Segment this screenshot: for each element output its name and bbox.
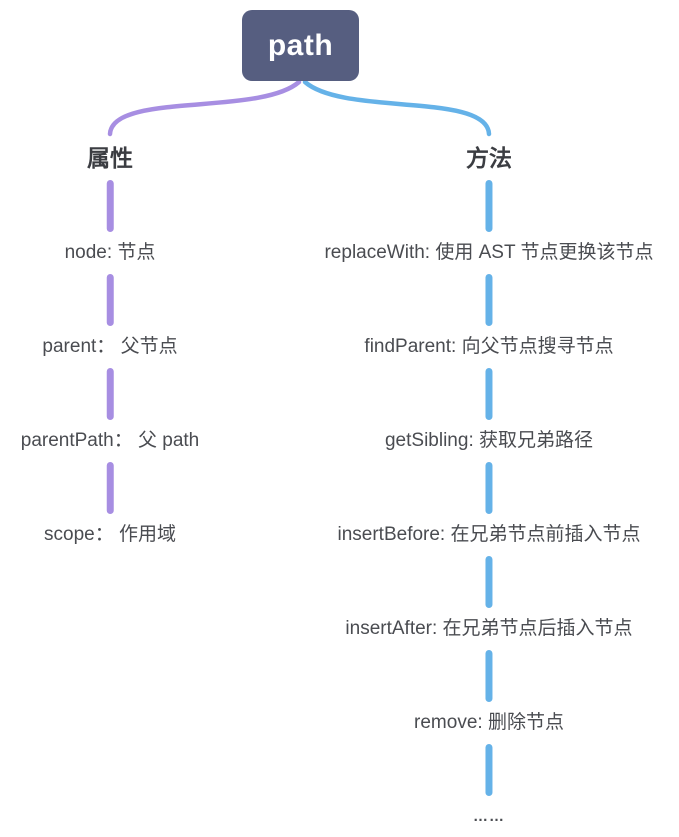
branch-line-segment bbox=[485, 368, 493, 420]
method-row: remove: 删除节点 bbox=[414, 640, 564, 734]
item-insertbefore: insertBefore: 在兄弟节点前插入节点 bbox=[337, 524, 641, 545]
method-row: findParent: 向父节点搜寻节点 bbox=[364, 264, 614, 358]
item-scope: scope： 作用域 bbox=[44, 524, 176, 545]
item-getsibling: getSibling: 获取兄弟路径 bbox=[384, 430, 594, 451]
branch-line-segment bbox=[485, 650, 493, 702]
branch-line-segment bbox=[485, 744, 493, 796]
item-node: node: 节点 bbox=[64, 242, 156, 263]
branch-methods-label: 方法 bbox=[465, 145, 512, 171]
root-node-label: path bbox=[267, 28, 334, 62]
item-ellipsis: …… bbox=[472, 808, 505, 825]
item-remove: remove: 删除节点 bbox=[414, 712, 564, 733]
branch-line-segment bbox=[485, 556, 493, 608]
property-row: parentPath： 父 path bbox=[20, 358, 200, 452]
branch-line-segment bbox=[106, 274, 114, 326]
branch-line-segment bbox=[106, 368, 114, 420]
property-row: scope： 作用域 bbox=[44, 452, 176, 546]
branch-line-segment bbox=[106, 180, 114, 232]
branch-methods: 方法 replaceWith: 使用 AST 节点更换该节点 findParen… bbox=[324, 147, 653, 828]
item-parentpath: parentPath： 父 path bbox=[20, 430, 200, 451]
branch-line-segment bbox=[485, 462, 493, 514]
method-row: getSibling: 获取兄弟路径 bbox=[385, 358, 593, 452]
right-branch-curve bbox=[302, 79, 492, 137]
item-parent: parent： 父节点 bbox=[42, 336, 178, 357]
item-findparent: findParent: 向父节点搜寻节点 bbox=[364, 336, 614, 357]
branch-line-segment bbox=[485, 180, 493, 232]
method-row: replaceWith: 使用 AST 节点更换该节点 bbox=[324, 170, 654, 264]
branch-line-segment bbox=[106, 462, 114, 514]
left-branch-curve bbox=[107, 79, 302, 137]
branch-properties: 属性 node: 节点 parent： 父节点 parentPath： 父 pa… bbox=[21, 147, 200, 546]
item-replacewith: replaceWith: 使用 AST 节点更换该节点 bbox=[324, 242, 654, 263]
method-row: insertAfter: 在兄弟节点后插入节点 bbox=[345, 546, 633, 640]
root-node: path bbox=[242, 10, 359, 81]
branch-properties-label: 属性 bbox=[87, 145, 133, 171]
property-row: node: 节点 bbox=[64, 170, 156, 264]
method-row: …… bbox=[473, 734, 505, 828]
method-row: insertBefore: 在兄弟节点前插入节点 bbox=[337, 452, 640, 546]
item-insertafter: insertAfter: 在兄弟节点后插入节点 bbox=[345, 618, 633, 639]
branch-line-segment bbox=[485, 274, 493, 326]
property-row: parent： 父节点 bbox=[42, 264, 178, 358]
